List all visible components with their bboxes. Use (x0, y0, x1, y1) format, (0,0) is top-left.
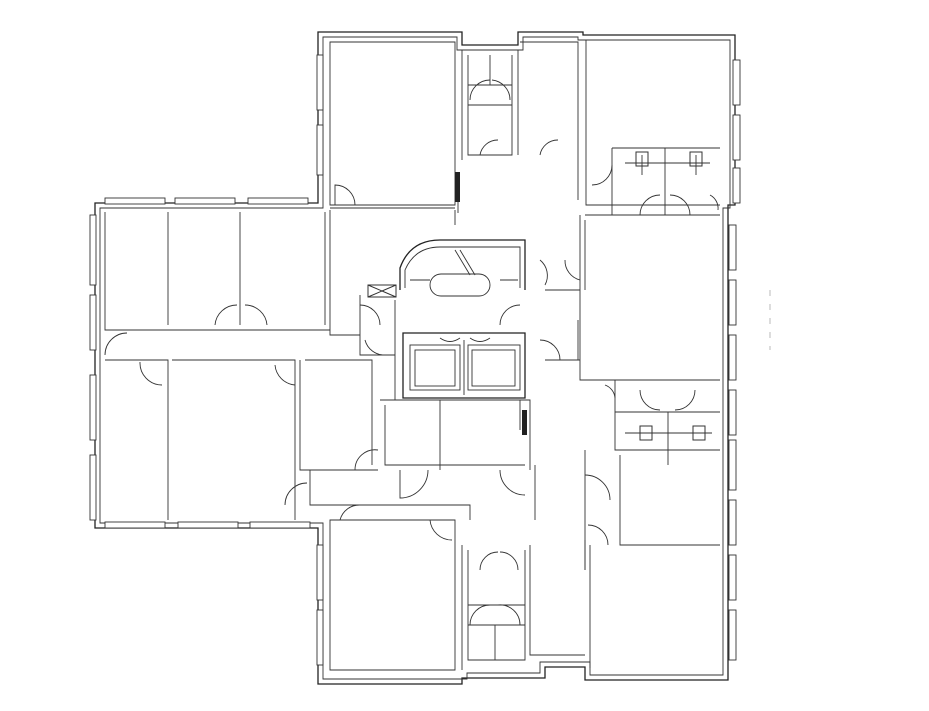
window (104, 197, 166, 205)
window (249, 521, 311, 529)
balcony-fixtures (625, 151, 712, 441)
window (728, 279, 737, 326)
window (316, 609, 324, 666)
window (732, 114, 741, 161)
doors (104, 79, 719, 626)
window (728, 499, 737, 546)
window (89, 294, 97, 351)
window (728, 439, 737, 491)
storage-box (367, 284, 397, 298)
window (728, 609, 737, 661)
elevators (402, 332, 526, 399)
window (104, 521, 166, 529)
interior-walls (104, 40, 720, 671)
window (89, 454, 97, 521)
column (522, 410, 527, 435)
window (728, 554, 737, 601)
solid-marks (455, 172, 527, 435)
window (89, 374, 97, 441)
window (247, 197, 309, 205)
window (728, 224, 737, 271)
window (732, 59, 741, 106)
windows (89, 54, 741, 666)
window (728, 334, 737, 381)
exterior-walls (94, 31, 736, 685)
wall-fill (455, 172, 460, 202)
window (316, 124, 324, 176)
window (728, 389, 737, 436)
window (177, 521, 239, 529)
window (89, 214, 97, 286)
window (174, 197, 236, 205)
window (316, 544, 324, 601)
window (732, 167, 741, 204)
window (316, 54, 324, 111)
